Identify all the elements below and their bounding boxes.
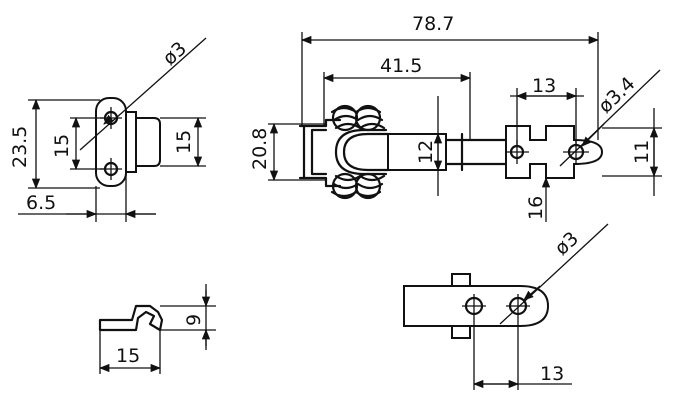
side-hole-pitch-label: 15 (51, 134, 73, 158)
plate-tab-top (451, 273, 471, 287)
plate-span-label: 16 (525, 196, 547, 220)
hook-profile: 9 15 (98, 284, 216, 374)
plate-tab-bottom (451, 325, 471, 339)
side-height-label: 23.5 (9, 126, 31, 168)
spring-coil-top (330, 104, 386, 132)
slot-pitch-label: 13 (532, 75, 556, 97)
slotted-plate (505, 125, 604, 179)
plate-detail: ø3 13 (403, 223, 609, 390)
wire-loop (334, 128, 388, 176)
side-wall (125, 111, 137, 173)
hook-shape (98, 304, 164, 332)
top-view: 78.7 41.5 13 ø3.4 20.8 12 11 1 (249, 13, 662, 222)
hole-dia-side-label: ø3 (159, 37, 191, 69)
hook-length-label: 15 (116, 345, 140, 367)
plate-height-label: 11 (631, 140, 653, 164)
spring-coil-bottom (330, 172, 386, 200)
hole-dia-bottom-label: ø3 (551, 227, 583, 259)
bar-height-label: 12 (415, 140, 437, 164)
spring-length-label: 41.5 (380, 55, 422, 77)
bottom-pitch-label: 13 (540, 363, 564, 385)
side-hook-body (135, 117, 161, 167)
overall-length-label: 78.7 (412, 13, 454, 35)
side-view: ø3 23.5 15 15 6.5 (9, 37, 207, 222)
side-offset-label: 6.5 (26, 192, 56, 214)
hook-height-label: 9 (183, 314, 205, 326)
base-height-label: 20.8 (249, 128, 271, 170)
side-depth-label: 15 (173, 130, 195, 154)
